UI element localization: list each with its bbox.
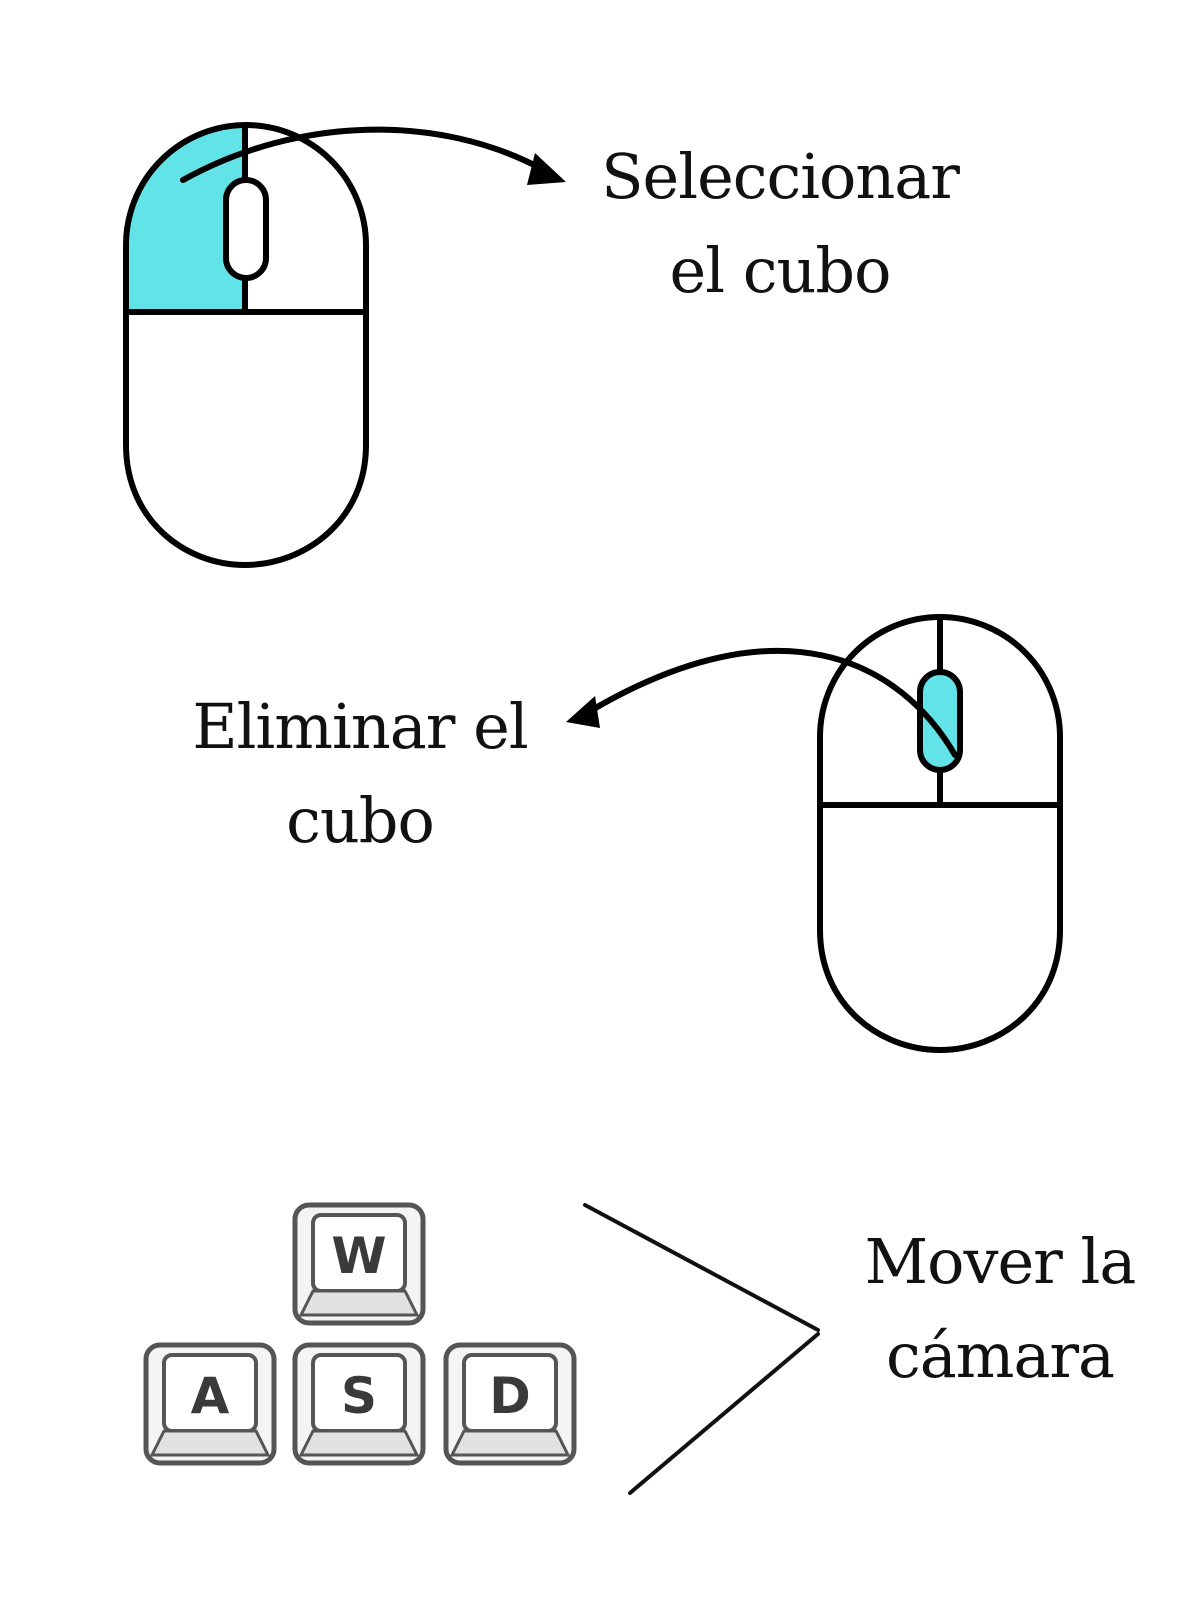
mouse-middle-click-icon — [817, 614, 1063, 1054]
keycap-s-label: S — [341, 1367, 377, 1425]
keycap-a: A — [143, 1342, 277, 1466]
curved-arrow-icon — [180, 126, 566, 185]
delete-cube-label-line1: Eliminar el — [192, 690, 528, 763]
move-camera-label: Mover la cámara — [840, 1215, 1160, 1403]
select-cube-label: Seleccionar el cubo — [580, 130, 980, 318]
curved-arrow-icon — [566, 647, 958, 758]
mouse-left-button-highlight — [125, 125, 245, 310]
keycap-a-label: A — [191, 1367, 230, 1425]
move-camera-label-line1: Mover la — [864, 1225, 1137, 1298]
bracket-arrow-icon — [583, 1203, 820, 1495]
delete-cube-label: Eliminar el cubo — [150, 680, 570, 868]
keycap-w: W — [292, 1202, 426, 1326]
delete-cube-label-line2: cubo — [286, 784, 435, 857]
move-camera-label-line2: cámara — [885, 1319, 1115, 1392]
keycap-w-label: W — [331, 1227, 386, 1285]
select-cube-label-line1: Seleccionar — [601, 140, 960, 213]
select-cube-label-line2: el cubo — [669, 234, 892, 307]
keycap-d-label: D — [489, 1367, 531, 1425]
keycap-s: S — [292, 1342, 426, 1466]
mouse-body — [123, 122, 369, 569]
mouse-left-click-icon — [123, 122, 369, 569]
mouse-wheel — [223, 177, 269, 281]
keycap-d: D — [443, 1342, 577, 1466]
mouse-body — [817, 614, 1063, 1054]
